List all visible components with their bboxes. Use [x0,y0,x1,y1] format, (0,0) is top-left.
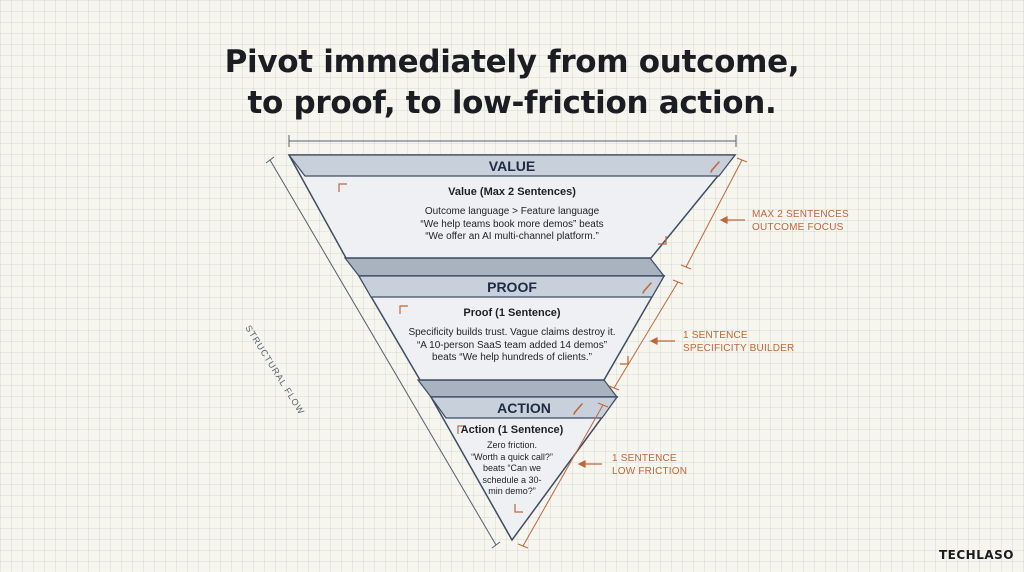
note-line: OUTCOME FOCUS [752,222,844,233]
note-line: 1 SENTENCE [683,330,748,341]
structural-flow-line [265,156,501,549]
action-note: 1 SENTENCE LOW FRICTION [612,452,687,478]
arrow-icon [577,460,602,468]
proof-dimension-line [608,279,684,391]
brand-logo: TECHLASO [938,548,1014,562]
proof-line: Specificity builds trust. Vague claims d… [408,327,616,338]
connector-proof-action [416,379,619,398]
arrow-icon [649,337,675,345]
proof-layer-body: Proof (1 Sentence) Specificity builds tr… [382,307,642,365]
proof-note: 1 SENTENCE SPECIFICITY BUILDER [683,329,794,355]
value-line: Outcome language > Feature language [424,206,600,217]
action-line: “Worth a quick call?” [471,451,553,462]
proof-subtitle: Proof (1 Sentence) [463,307,561,319]
action-dimension-line [517,402,609,549]
action-layer-body: Action (1 Sentence) Zero friction. “Wort… [454,424,570,498]
action-line: schedule a 30- [482,474,542,485]
pencil-icon [573,403,583,415]
layer-label-value: VALUE [488,158,536,174]
note-line: MAX 2 SENTENCES [752,209,849,220]
value-line: “We help teams book more demos” beats [420,218,604,230]
value-dimension-line [680,157,748,270]
value-line: “We offer an AI multi-channel platform.” [425,231,599,242]
pencil-icon [710,161,720,173]
pencil-icon [642,282,652,294]
connector-value-proof [343,257,666,277]
action-layer-header [429,396,619,419]
action-line: beats “Can we [482,463,542,473]
value-note: MAX 2 SENTENCES OUTCOME FOCUS [752,208,849,234]
page-title: Pivot immediately from outcome, to proof… [0,42,1024,124]
proof-line: “A 10-person SaaS team added 14 demos” [416,339,608,351]
action-line: min demo?” [488,486,536,496]
value-layer-header [287,154,737,177]
note-line: 1 SENTENCE [612,453,677,464]
layer-label-proof: PROOF [487,279,537,295]
width-dimension-line [288,135,737,147]
action-line: Zero friction. [486,440,537,450]
proof-layer-header [357,275,666,298]
note-line: SPECIFICITY BUILDER [683,343,795,354]
arrow-icon [719,216,745,224]
action-subtitle: Action (1 Sentence) [460,424,564,436]
note-line: LOW FRICTION [612,466,688,477]
value-layer-body: Value (Max 2 Sentences) Outcome language… [362,186,662,244]
value-subtitle: Value (Max 2 Sentences) [448,186,576,198]
proof-line: beats “We help hundreds of clients.” [432,352,592,363]
layer-label-action: ACTION [497,400,551,416]
title-line-2: to proof, to low-friction action. [247,85,777,121]
title-line-1: Pivot immediately from outcome, [224,44,800,80]
